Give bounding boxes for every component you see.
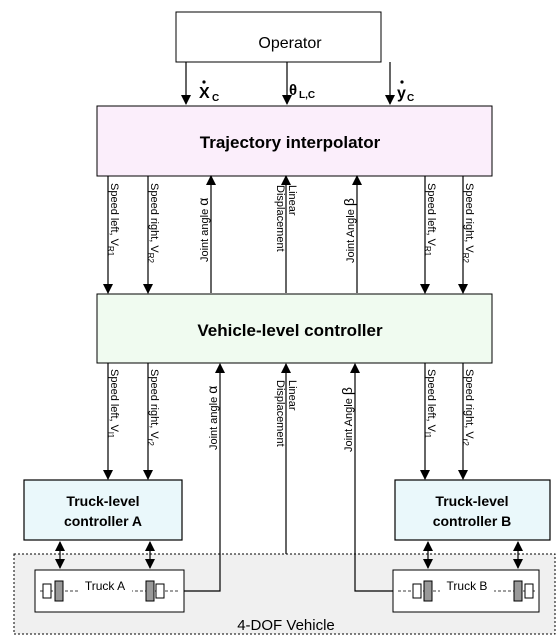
controller-truck-links: [55, 541, 523, 569]
x-dot-label: X C: [199, 80, 219, 104]
upper-label-joint-beta: Joint Angleβ: [341, 198, 357, 263]
lower-label-speed-left-a: Speed left, Vl1: [106, 369, 120, 439]
x-main: X: [199, 85, 210, 102]
y-dot-label: y C: [397, 80, 414, 104]
y-sub: C: [407, 93, 414, 104]
trajectory-interpolator-label: Trajectory interpolator: [200, 133, 381, 152]
lower-signal-lines: [103, 363, 468, 592]
upper-label-joint-alpha: Joint angleα: [195, 198, 211, 262]
lower-line-joint-beta: [350, 363, 393, 592]
upper-label-speed-right-b: Speed right, VR2: [461, 183, 475, 263]
upper-signal-labels: Speed left, VR1 Speed right, VR2 Joint a…: [106, 183, 475, 263]
trajectory-interpolator-box: Trajectory interpolator: [96, 105, 493, 177]
truck-a-right-wheel-icon: [145, 580, 165, 602]
y-dot-mark: [400, 80, 404, 84]
truck-a-label: Truck A: [85, 579, 125, 593]
upper-signal-lines: [103, 175, 468, 294]
truck-controller-b-line1: Truck-level: [435, 493, 508, 509]
operator-box: Operator: [175, 11, 382, 63]
truck-a: Truck A: [34, 569, 185, 613]
x-dot-mark: [202, 80, 206, 84]
y-main: y: [397, 85, 406, 102]
lower-label-speed-right-b: Speed right, Vr2: [461, 369, 475, 446]
truck-b-right-wheel-icon: [513, 580, 534, 602]
vehicle-label: 4-DOF Vehicle: [237, 617, 335, 634]
lower-label-linear-2: Displacement: [274, 380, 286, 447]
operator-label: Operator: [258, 35, 322, 52]
vehicle-level-controller-box: Vehicle-level controller: [96, 293, 493, 364]
operator-output-arrows: [181, 62, 395, 105]
truck-controller-a-line2: controller A: [64, 513, 142, 529]
lower-label-joint-beta: Joint Angleβ: [339, 387, 355, 452]
truck-b-label: Truck B: [447, 579, 488, 593]
upper-label-speed-left-b: Speed left, VR1: [423, 183, 437, 257]
upper-label-linear-1: Linear: [286, 185, 298, 216]
truck-b: Truck B: [392, 569, 540, 613]
theta-sub: L,C: [299, 90, 315, 101]
truck-controller-a-box: Truck-level controller A: [23, 479, 183, 541]
upper-label-linear-2: Displacement: [274, 185, 286, 252]
x-sub: C: [212, 93, 219, 104]
lower-signal-labels: Speed left, Vl1 Speed right, Vr2 Joint a…: [106, 369, 475, 452]
operator-output-labels: X C θ L,C y C: [199, 80, 414, 104]
theta-label: θ L,C: [289, 82, 315, 101]
theta-main: θ: [289, 82, 297, 99]
lower-line-joint-alpha: [184, 363, 225, 592]
upper-label-speed-right-a: Speed right, VR2: [146, 183, 160, 263]
lower-label-speed-left-b: Speed left, Vl1: [423, 369, 437, 439]
lower-label-linear-1: Linear: [286, 380, 298, 411]
lower-label-speed-right-a: Speed right, Vr2: [146, 369, 160, 446]
vehicle-level-controller-label: Vehicle-level controller: [197, 321, 383, 340]
upper-label-speed-left-a: Speed left, VR1: [106, 183, 120, 257]
truck-controller-b-line2: controller B: [433, 513, 512, 529]
truck-a-left-wheel-icon: [42, 580, 64, 602]
lower-label-joint-alpha: Joint angleα: [204, 386, 220, 450]
truck-controller-b-box: Truck-level controller B: [394, 479, 551, 541]
truck-controller-a-line1: Truck-level: [66, 493, 139, 509]
truck-b-left-wheel-icon: [412, 580, 433, 602]
